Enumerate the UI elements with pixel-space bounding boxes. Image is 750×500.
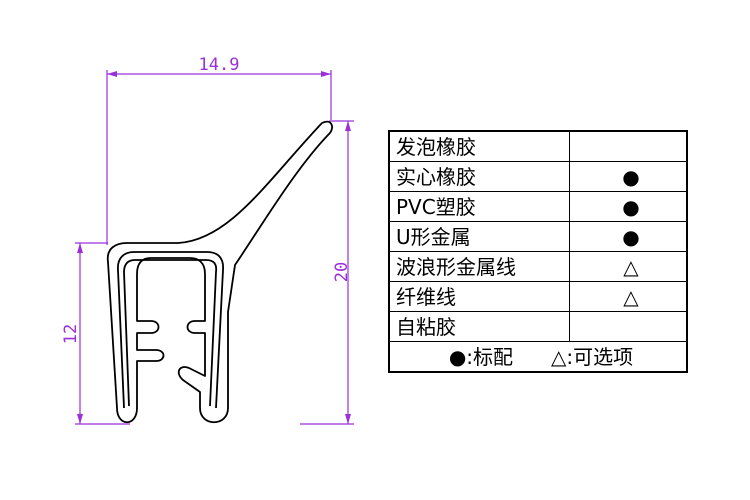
material-mark: ● [569, 161, 688, 192]
material-mark: △ [569, 251, 688, 282]
legend-row: ●:标配 △:可选项 [388, 341, 688, 373]
metal-insert-outline [117, 251, 224, 409]
material-name: 实心橡胶 [388, 161, 570, 192]
material-mark [569, 311, 688, 342]
table-row: PVC塑胶 ● [388, 191, 688, 222]
table-row: 纤维线 △ [388, 281, 688, 312]
profile-outer-outline [106, 120, 333, 424]
material-mark: ● [569, 191, 688, 222]
material-spec-table: 发泡橡胶 实心橡胶 ● PVC塑胶 ● U形金属 ● 波浪形金属线 △ 纤维线 … [388, 130, 688, 373]
material-name: 自粘胶 [388, 311, 570, 342]
table-row: 发泡橡胶 [388, 130, 688, 162]
table-row: 波浪形金属线 △ [388, 251, 688, 282]
legend-standard: ●:标配 [448, 344, 514, 369]
seal-profile [106, 120, 333, 424]
material-name: U形金属 [388, 221, 570, 252]
table-row: 实心橡胶 ● [388, 161, 688, 192]
material-name: 发泡橡胶 [388, 130, 570, 162]
legend-cell: ●:标配 △:可选项 [388, 341, 688, 373]
material-mark: △ [569, 281, 688, 312]
table-row: U形金属 ● [388, 221, 688, 252]
dimension-lines [75, 70, 354, 425]
height-channel-dimension-label: 12 [61, 324, 81, 344]
material-mark [569, 130, 688, 162]
material-name: 波浪形金属线 [388, 251, 570, 282]
material-name: 纤维线 [388, 281, 570, 312]
height-total-dimension-label: 20 [332, 262, 352, 282]
table-row: 自粘胶 [388, 311, 688, 342]
material-mark: ● [569, 221, 688, 252]
material-name: PVC塑胶 [388, 191, 570, 222]
metal-insert-inner-outline [123, 259, 218, 407]
width-dimension-label: 14.9 [199, 55, 240, 75]
legend-optional: △:可选项 [551, 344, 634, 369]
